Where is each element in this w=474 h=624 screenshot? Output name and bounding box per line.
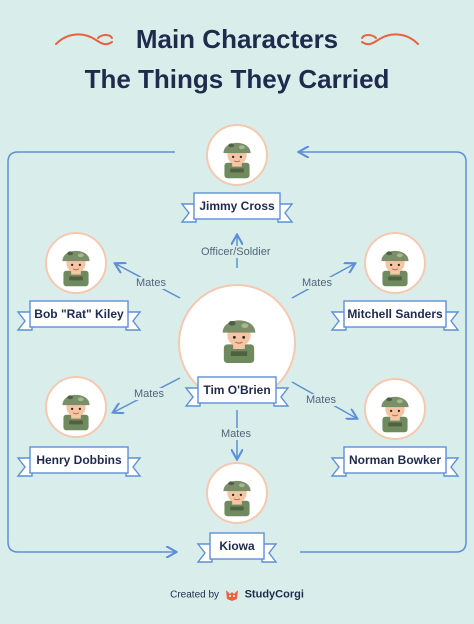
ribbon-icon: [330, 446, 460, 477]
character-name-norman-bowker: Norman Bowker: [348, 453, 442, 467]
relation-tim-jimmy: Officer/Soldier: [199, 246, 273, 258]
avatar-jimmy-cross: [206, 124, 268, 186]
character-name-kiowa: Kiowa: [219, 539, 255, 553]
relation-tim-henry: Mates: [132, 388, 166, 400]
ribbon-bob-kiley: Bob "Rat" Kiley: [16, 298, 142, 334]
footer-credit: Created by StudyCorgi: [0, 588, 474, 602]
outer-right-connector: [300, 152, 467, 553]
ribbon-icon: [330, 300, 460, 331]
avatar-norman-bowker: [364, 378, 426, 440]
ribbon-icon: [180, 192, 294, 223]
ribbon-kiowa: Kiowa: [196, 530, 278, 566]
brand-name: StudyCorgi: [244, 588, 304, 601]
ribbon-mitchell-sanders: Mitchell Sanders: [330, 298, 460, 334]
outer-left-connector: [7, 151, 175, 552]
ribbon-norman-bowker: Norman Bowker: [330, 444, 460, 480]
soldier-icon: [381, 396, 409, 433]
ribbon-icon: [16, 446, 142, 477]
character-name-jimmy-cross: Jimmy Cross: [199, 199, 275, 213]
avatar-mitchell-sanders: [364, 232, 426, 294]
soldier-icon: [223, 142, 251, 179]
relation-tim-norman: Mates: [304, 394, 338, 406]
title-line-1: Main Characters: [135, 24, 339, 54]
soldier-icon: [62, 394, 90, 431]
relation-tim-bob: Mates: [134, 277, 168, 289]
ribbon-icon: [16, 300, 142, 331]
ribbon-jimmy-cross: Jimmy Cross: [180, 190, 294, 226]
character-name-tim-obrien: Tim O'Brien: [203, 383, 271, 397]
relation-tim-mitchell: Mates: [300, 277, 334, 289]
relation-tim-kiowa: Mates: [219, 428, 253, 440]
created-by-text: Created by: [170, 589, 220, 601]
character-name-henry-dobbins: Henry Dobbins: [36, 453, 122, 467]
avatar-henry-dobbins: [45, 376, 107, 438]
ribbon-icon: [184, 376, 290, 407]
ribbon-tim-obrien: Tim O'Brien: [184, 374, 290, 410]
title-line-2: The Things They Carried: [84, 64, 390, 94]
soldier-icon: [62, 250, 90, 287]
right-squiggle-icon: [361, 33, 419, 46]
avatar-kiowa: [206, 462, 268, 524]
avatar-bob-kiley: [45, 232, 107, 294]
soldier-icon: [381, 250, 409, 287]
ribbon-icon: [196, 532, 278, 563]
left-squiggle-icon: [55, 33, 113, 46]
character-name-mitchell-sanders: Mitchell Sanders: [347, 307, 443, 321]
ribbon-henry-dobbins: Henry Dobbins: [16, 444, 142, 480]
studycorgi-logo-icon: [225, 590, 238, 601]
character-name-bob-kiley: Bob "Rat" Kiley: [34, 307, 124, 321]
soldier-icon: [223, 480, 251, 517]
soldier-icon: [222, 320, 256, 363]
